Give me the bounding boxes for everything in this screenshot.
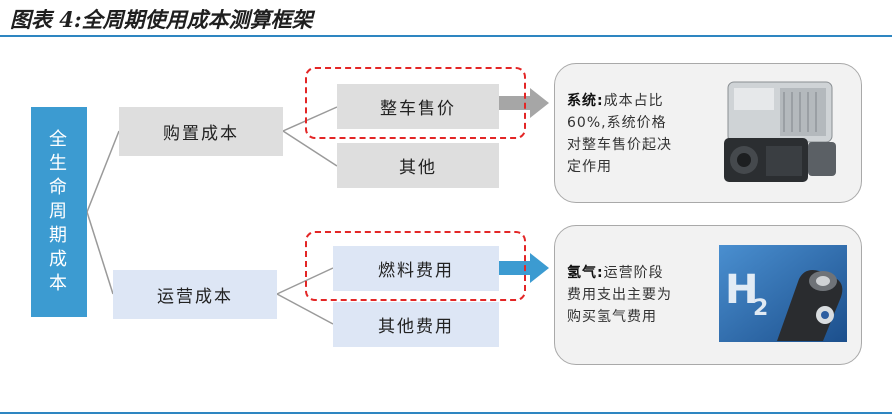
fuel-cell-system-image: [724, 81, 836, 182]
svg-text:H: H: [725, 267, 758, 313]
leaf-vehicle-price: 整车售价: [337, 84, 499, 129]
figure-title: 图表 4:全周期使用成本测算框架: [10, 7, 313, 32]
leaf-other-cost: 其他费用: [333, 302, 499, 347]
svg-text:2: 2: [753, 296, 768, 321]
highlight-dashed-box-fuel: [305, 231, 526, 301]
highlight-dashed-box-price: [305, 67, 526, 139]
hydrogen-nozzle-image: H 2: [719, 245, 847, 342]
note-hydrogen-text: 氢气:运营阶段 费用支出主要为 购买氢气费用: [567, 265, 672, 325]
branch-operation-cost: 运营成本: [113, 270, 277, 319]
leaf-fuel-cost: 燃料费用: [333, 246, 499, 291]
line-root-operation: [86, 211, 114, 295]
root-lifecycle-cost: 全 生 命 周 期 成 本: [31, 107, 87, 317]
line-root-purchase: [86, 130, 120, 213]
line-operation-other: [276, 293, 334, 325]
line-purchase-price: [282, 106, 338, 132]
note-system-text: 系统:成本占比 60%,系统价格 对整车售价起决 定作用: [567, 93, 672, 175]
leaf-other: 其他: [337, 143, 499, 188]
top-rule: [0, 35, 892, 37]
line-purchase-other: [282, 130, 338, 167]
bottom-rule: [0, 412, 892, 414]
branch-purchase-cost: 购置成本: [119, 107, 283, 156]
